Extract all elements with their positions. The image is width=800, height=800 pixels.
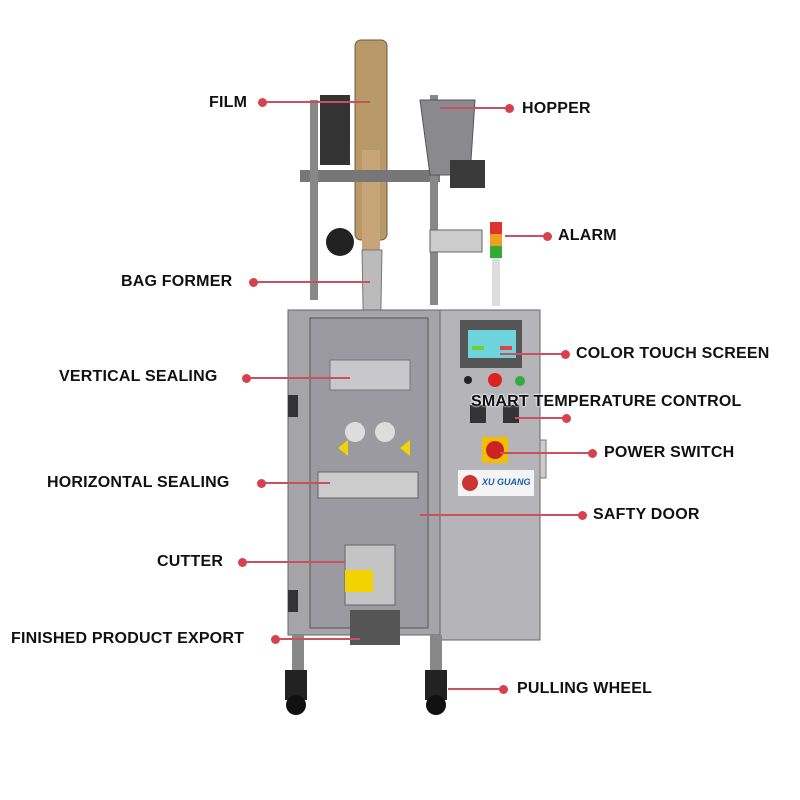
callout-dot bbox=[561, 350, 570, 359]
callout-dot bbox=[588, 449, 597, 458]
callout-line bbox=[500, 353, 564, 355]
callout-dot bbox=[249, 278, 258, 287]
callout-dot bbox=[499, 685, 508, 694]
logo-text: XU GUANG bbox=[481, 477, 531, 487]
label-pulling-wheel: PULLING WHEEL bbox=[517, 680, 653, 697]
label-cutter: CUTTER bbox=[157, 553, 224, 570]
callout-dot bbox=[271, 635, 280, 644]
label-power-switch: POWER SWITCH bbox=[604, 444, 735, 461]
label-smart-temperature-control: SMART TEMPERATURE CONTROL bbox=[471, 393, 742, 410]
label-safty-door: SAFTY DOOR bbox=[593, 506, 700, 523]
callout-dot bbox=[578, 511, 587, 520]
callout-line bbox=[266, 101, 370, 103]
callout-line bbox=[448, 688, 503, 690]
callout-line bbox=[515, 417, 565, 419]
callout-dot bbox=[238, 558, 247, 567]
callout-dot bbox=[258, 98, 267, 107]
callout-line bbox=[265, 482, 330, 484]
callout-line bbox=[257, 281, 370, 283]
callout-dot bbox=[242, 374, 251, 383]
label-color-touch-screen: COLOR TOUCH SCREEN bbox=[576, 345, 770, 362]
label-hopper: HOPPER bbox=[522, 100, 591, 117]
callout-dot bbox=[562, 414, 571, 423]
callout-line bbox=[246, 561, 345, 563]
power-switch bbox=[486, 441, 504, 459]
label-vertical-sealing: VERTICAL SEALING bbox=[59, 368, 218, 385]
alarm-light bbox=[490, 222, 502, 234]
label-film: FILM bbox=[209, 94, 248, 111]
label-bag-former: BAG FORMER bbox=[121, 273, 233, 290]
callout-line bbox=[500, 452, 592, 454]
label-finished-product-export: FINISHED PRODUCT EXPORT bbox=[11, 630, 245, 647]
callout-dot bbox=[543, 232, 552, 241]
callout-line bbox=[505, 235, 547, 237]
callout-line bbox=[250, 377, 350, 379]
label-horizontal-sealing: HORIZONTAL SEALING bbox=[47, 474, 230, 491]
callout-dot bbox=[257, 479, 266, 488]
callout-dot bbox=[505, 104, 514, 113]
label-alarm: ALARM bbox=[558, 227, 617, 244]
callout-line bbox=[420, 514, 582, 516]
callout-line bbox=[440, 107, 508, 109]
callout-line bbox=[279, 638, 360, 640]
